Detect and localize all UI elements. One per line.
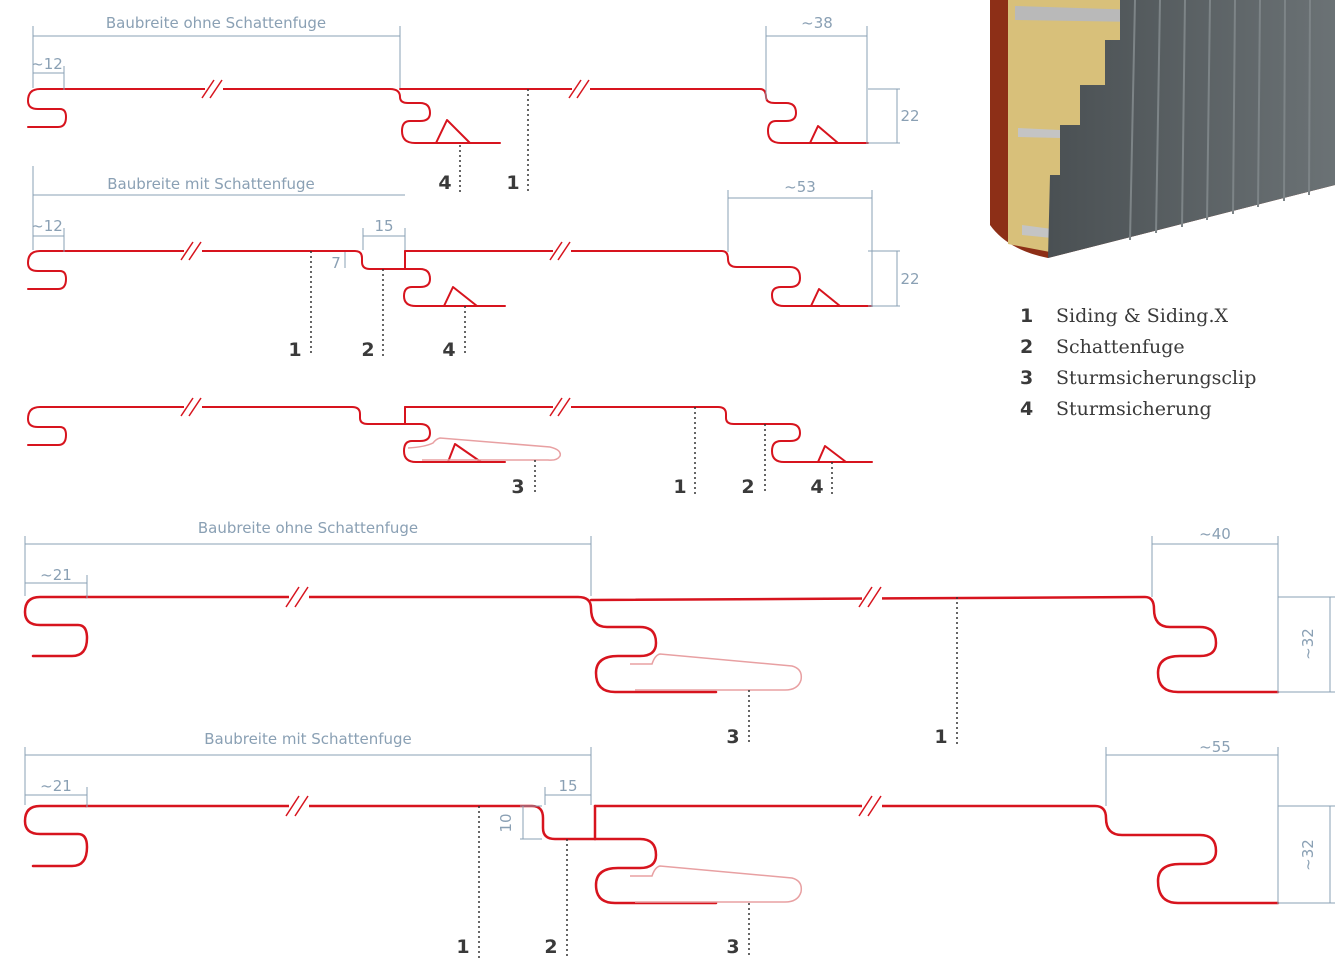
left-edge-dimension: ~12 (31, 217, 63, 235)
callout-3: 3 (511, 476, 524, 498)
wall-construction-photo (990, 0, 1335, 258)
profile-4: Baubreite ohne Schattenfuge ~21 ~40 ~32 … (23, 519, 1335, 748)
width-label: Baubreite ohne Schattenfuge (198, 519, 418, 537)
legend-label: Sturmsicherungsclip (1056, 367, 1257, 389)
legend-number: 4 (1020, 398, 1034, 420)
profile-1: Baubreite ohne Schattenfuge ~12 ~38 22 4… (27, 14, 920, 194)
height-dimension: 22 (900, 270, 919, 288)
callout-3: 3 (726, 936, 739, 958)
break-marks (180, 79, 882, 817)
width-label: Baubreite ohne Schattenfuge (106, 14, 326, 32)
profile-2: Baubreite mit Schattenfuge ~12 15 7 ~53 … (27, 166, 920, 361)
legend-number: 1 (1020, 305, 1034, 327)
legend-number: 2 (1020, 336, 1034, 358)
callout-1: 1 (673, 476, 686, 498)
legend-item: 3 Sturmsicherungsclip (1020, 367, 1256, 398)
callout-4: 4 (438, 172, 451, 194)
profile-5: Baubreite mit Schattenfuge ~21 15 10 ~55… (23, 730, 1335, 958)
right-edge-dimension: ~55 (1199, 738, 1231, 756)
callout-2: 2 (741, 476, 754, 498)
joint-depth-dimension: 7 (331, 254, 341, 272)
right-edge-dimension: ~40 (1199, 525, 1231, 543)
callout-4: 4 (810, 476, 823, 498)
left-edge-dimension: ~21 (40, 566, 72, 584)
legend-item: 1 Siding & Siding.X (1020, 305, 1256, 336)
legend-label: Schattenfuge (1056, 336, 1185, 358)
legend-item: 2 Schattenfuge (1020, 336, 1256, 367)
profile-3: 3 1 2 4 (27, 406, 873, 498)
callout-2: 2 (361, 339, 374, 361)
height-dimension: 22 (900, 107, 919, 125)
legend-label: Siding & Siding.X (1056, 305, 1229, 327)
callout-2: 2 (544, 936, 557, 958)
right-edge-dimension: ~53 (784, 178, 816, 196)
width-label: Baubreite mit Schattenfuge (204, 730, 412, 748)
callout-3: 3 (726, 726, 739, 748)
left-edge-dimension: ~21 (40, 777, 72, 795)
height-dimension: ~32 (1299, 628, 1317, 660)
height-dimension: ~32 (1299, 839, 1317, 871)
legend-item: 4 Sturmsicherung (1020, 398, 1256, 429)
callout-1: 1 (288, 339, 301, 361)
legend-label: Sturmsicherung (1056, 398, 1212, 420)
right-edge-dimension: ~38 (801, 14, 833, 32)
left-edge-dimension: ~12 (31, 55, 63, 73)
joint-depth-dimension: 10 (497, 813, 515, 832)
joint-width-dimension: 15 (558, 777, 577, 795)
legend-number: 3 (1020, 367, 1034, 389)
width-label: Baubreite mit Schattenfuge (107, 175, 315, 193)
callout-1: 1 (934, 726, 947, 748)
callout-1: 1 (506, 172, 519, 194)
callout-4: 4 (442, 339, 455, 361)
joint-width-dimension: 15 (374, 217, 393, 235)
callout-1: 1 (456, 936, 469, 958)
